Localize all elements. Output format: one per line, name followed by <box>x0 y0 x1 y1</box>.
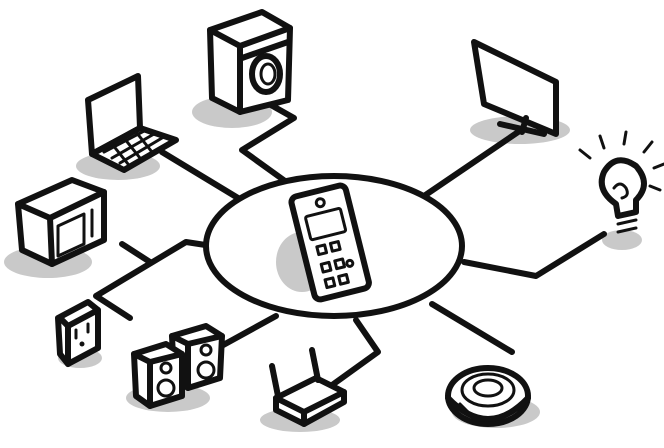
power-outlet-icon <box>55 299 101 367</box>
light-bulb-icon <box>578 130 664 234</box>
wifi-router-icon <box>269 347 347 427</box>
laptop-icon <box>85 73 179 173</box>
microwave-icon <box>15 177 107 267</box>
speakers-icon <box>131 323 225 409</box>
robot-vacuum-icon <box>445 365 531 427</box>
mobile-phone-remote-icon <box>288 182 372 303</box>
monitor-icon <box>471 39 559 137</box>
washing-machine-icon <box>207 9 293 115</box>
